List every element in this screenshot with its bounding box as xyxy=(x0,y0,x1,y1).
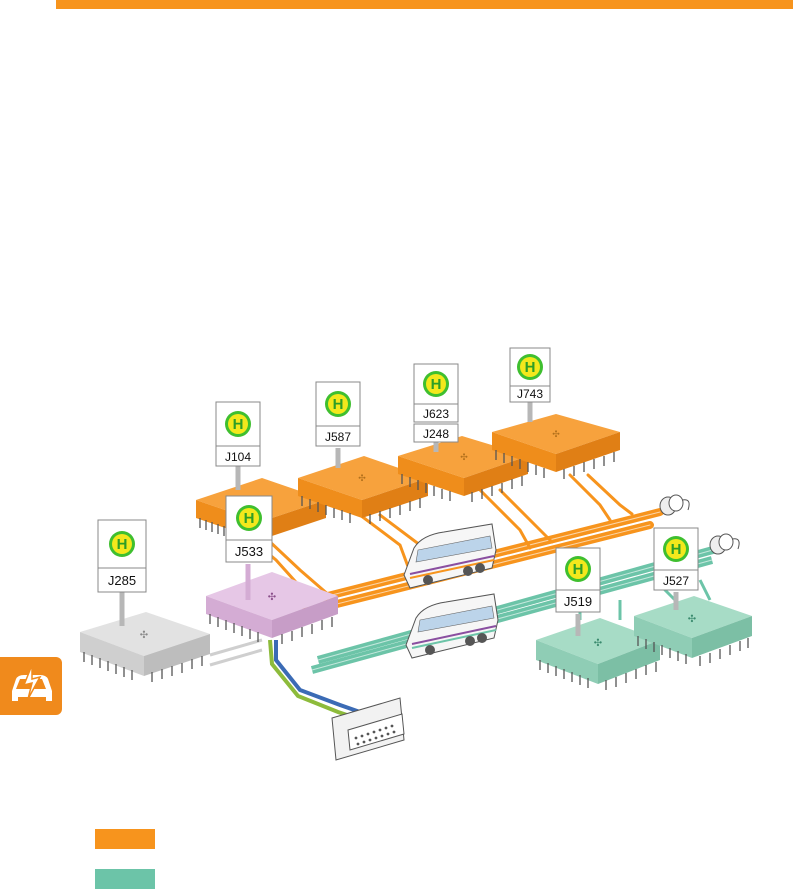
module-chip-j519: ✣ xyxy=(536,618,660,690)
module-chip-j587: ✣ xyxy=(298,456,428,524)
module-label-j533: J533 xyxy=(235,544,263,559)
module-chip-j533-gateway: ✣ xyxy=(206,572,338,644)
svg-text:✣: ✣ xyxy=(594,638,602,649)
bus-terminator-icon xyxy=(659,494,690,516)
sign-post-j533: J533 xyxy=(225,495,273,600)
convenience-bus-wires xyxy=(310,544,722,674)
gray-module-link xyxy=(209,638,263,667)
top-accent-bar xyxy=(56,0,793,9)
module-label-j285: J285 xyxy=(108,573,136,588)
bus-icon xyxy=(405,593,499,659)
sign-post-j527: J527 xyxy=(653,527,699,610)
bus-terminator-icon xyxy=(709,533,740,555)
sign-post-j104: J104 xyxy=(215,401,261,490)
legend-swatch-orange-bus xyxy=(95,829,155,849)
svg-text:✣: ✣ xyxy=(460,452,468,462)
svg-text:✣: ✣ xyxy=(140,630,148,641)
module-label-j248: J248 xyxy=(423,427,449,441)
svg-text:✣: ✣ xyxy=(688,614,696,625)
legend-swatch-teal-bus xyxy=(95,869,155,889)
svg-text:✣: ✣ xyxy=(358,473,366,483)
svg-text:✣: ✣ xyxy=(552,429,560,439)
diagnostic-connector-icon xyxy=(331,697,405,761)
sign-post-j285: J285 xyxy=(97,519,147,626)
module-label-j587: J587 xyxy=(325,430,351,444)
sign-post-j587: J587 xyxy=(315,381,361,468)
sign-post-j519: J519 xyxy=(555,547,601,636)
car-electric-icon xyxy=(12,664,52,701)
sign-post-j623-j248: J623 J248 xyxy=(413,363,459,452)
module-label-j519: J519 xyxy=(564,594,592,609)
sign-post-j743: J743 xyxy=(509,347,551,422)
module-label-j623: J623 xyxy=(423,407,449,421)
module-chip-j285: ✣ xyxy=(80,612,210,682)
svg-text:✣: ✣ xyxy=(268,592,276,603)
module-label-j104: J104 xyxy=(225,450,251,464)
side-badge xyxy=(0,657,62,715)
bus-icon xyxy=(403,523,497,589)
module-chip-j527: ✣ xyxy=(634,596,752,666)
module-label-j743: J743 xyxy=(517,387,543,401)
module-chip-j743: ✣ xyxy=(492,414,620,479)
module-label-j527: J527 xyxy=(663,574,689,588)
